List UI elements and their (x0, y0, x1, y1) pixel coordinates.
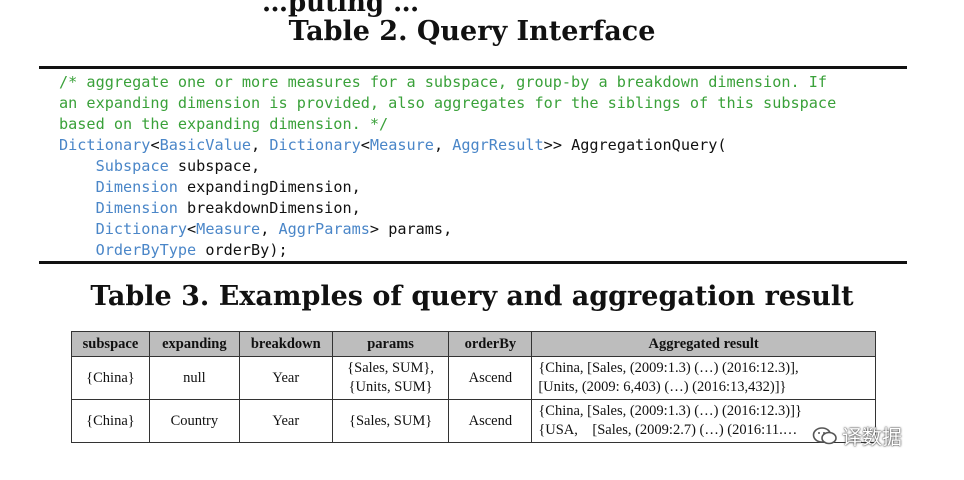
aggregation-results-table: subspace expanding breakdown params orde… (71, 331, 876, 443)
table3-caption: Table 3. Examples of query and aggregati… (90, 281, 854, 312)
cell-result: {China, [Sales, (2009:1.3) (…) (2016:12.… (531, 399, 876, 443)
code-type: Dictionary (59, 136, 151, 154)
code-param-line: Dimension expandingDimension, (59, 177, 361, 197)
code-punct: >> AggregationQuery( (543, 136, 727, 154)
code-param: expandingDimension, (177, 178, 361, 196)
cell-breakdown: Year (238, 356, 333, 400)
column-header: orderBy (448, 331, 533, 357)
cell-result: {China, [Sales, (2009:1.3) (…) (2016:12.… (531, 356, 876, 400)
cell-params: {Sales, SUM}, {Units, SUM} (331, 356, 450, 400)
code-type: Measure (369, 136, 434, 154)
cell-subspace: {China} (71, 356, 150, 400)
code-param: breakdownDimension, (177, 199, 361, 217)
query-interface-code: /* aggregate one or more measures for a … (39, 66, 907, 264)
code-type: Dictionary (95, 220, 188, 238)
code-comment-line: based on the expanding dimension. */ (59, 115, 389, 133)
code-type: Dimension (95, 199, 178, 217)
code-param: subspace, (168, 157, 261, 175)
code-punct: , (251, 136, 270, 154)
result-line: {USA, [Sales, (2009:2.7) (…) (2016:11.… (538, 422, 798, 438)
code-punct: < (150, 136, 160, 154)
cell-expanding: Country (148, 399, 240, 443)
code-type: OrderByType (95, 241, 197, 259)
wechat-logo-icon (812, 426, 837, 444)
code-type: Dimension (95, 178, 178, 196)
result-line: [Units, (2009: 6,403) (…) (2016:13,432)]… (538, 379, 787, 395)
column-header: Aggregated result (531, 331, 876, 357)
result-line: {China, [Sales, (2009:1.3) (…) (2016:12.… (538, 360, 799, 376)
table2-caption: Table 2. Query Interface (288, 16, 656, 47)
column-header: breakdown (238, 331, 333, 357)
code-punct: , (260, 220, 279, 238)
watermark-text: 译数据 (842, 425, 902, 449)
result-line: {China, [Sales, (2009:1.3) (…) (2016:12.… (538, 403, 802, 419)
code-param: > params, (369, 220, 453, 238)
cell-breakdown: Year (238, 399, 333, 443)
code-type: Measure (196, 220, 261, 238)
cell-orderby: Ascend (448, 356, 533, 400)
code-comment-line: an expanding dimension is provided, also… (59, 94, 837, 112)
code-comment-line: /* aggregate one or more measures for a … (59, 73, 828, 91)
param-entry: {Sales, SUM}, (347, 360, 435, 376)
code-param-line: Dictionary<Measure, AggrParams> params, (59, 219, 453, 239)
cut-off-heading: …puting … (262, 0, 420, 18)
cell-orderby: Ascend (448, 399, 533, 443)
column-header: expanding (148, 331, 240, 357)
param-entry: {Units, SUM} (348, 379, 433, 395)
code-type: AggrParams (278, 220, 370, 238)
cell-params: {Sales, SUM} (331, 399, 450, 443)
column-header: subspace (71, 331, 150, 357)
code-punct: , (433, 136, 453, 154)
param-entry: {Sales, SUM} (348, 412, 433, 429)
code-type: BasicValue (159, 136, 252, 154)
cell-expanding: null (148, 356, 240, 400)
code-param-line: OrderByType orderBy); (59, 240, 288, 260)
code-punct: < (360, 136, 370, 154)
code-type: AggrResult (452, 136, 544, 154)
code-punct: < (187, 220, 197, 238)
code-signature-line: Dictionary<BasicValue, Dictionary<Measur… (59, 135, 727, 155)
code-type: Subspace (95, 157, 169, 175)
code-param-line: Dimension breakdownDimension, (59, 198, 361, 218)
column-header: params (331, 331, 450, 357)
watermark: 译数据 (812, 421, 902, 450)
table-row: {China} Country Year {Sales, SUM} Ascend… (71, 399, 876, 443)
table-row: {China} null Year {Sales, SUM}, {Units, S… (71, 356, 876, 400)
cell-subspace: {China} (71, 399, 150, 443)
code-type: Dictionary (269, 136, 361, 154)
table-header-row: subspace expanding breakdown params orde… (71, 331, 876, 357)
code-param-line: Subspace subspace, (59, 156, 261, 176)
code-param: orderBy); (196, 241, 288, 259)
